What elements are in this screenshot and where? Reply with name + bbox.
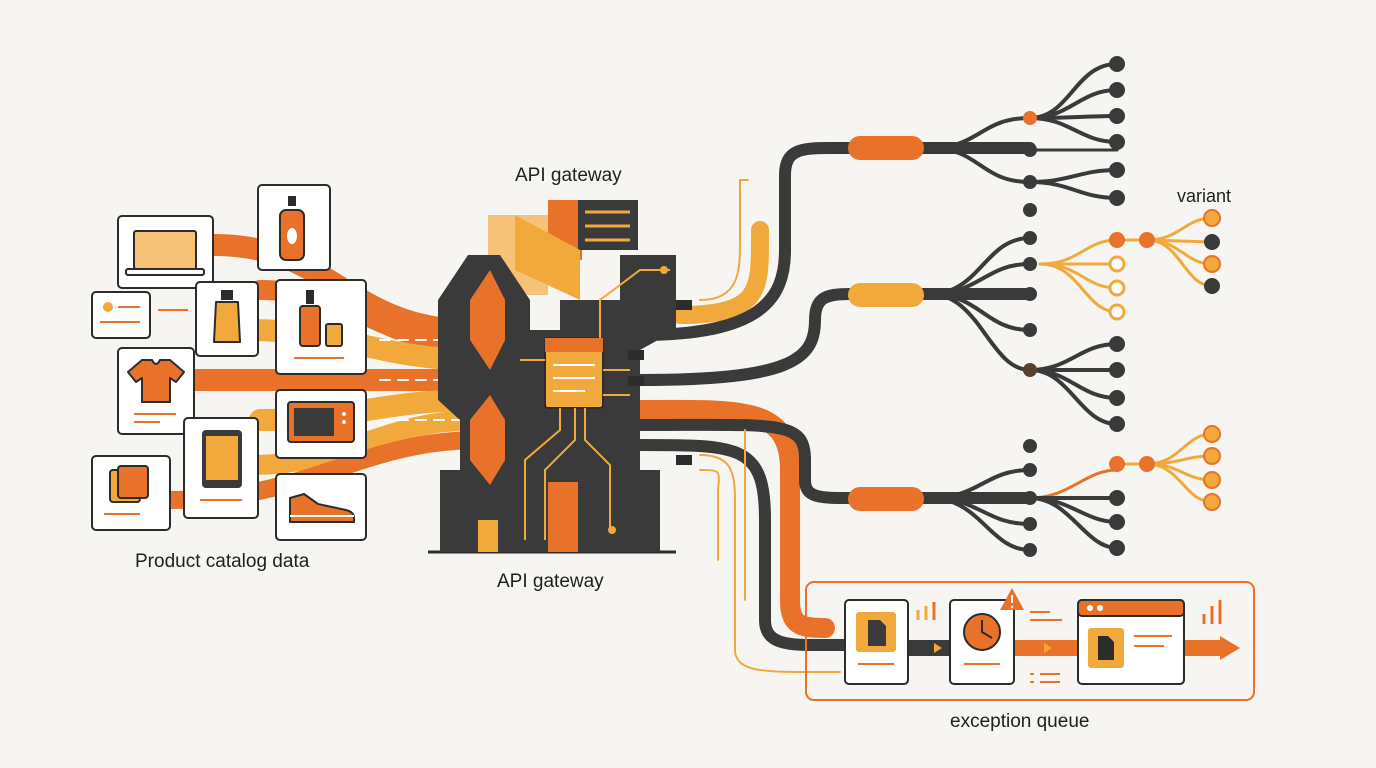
variant-node bbox=[1203, 255, 1221, 273]
trunk-exception-orange bbox=[630, 399, 835, 638]
thin-wire bbox=[699, 454, 841, 673]
branch-low-nodes bbox=[1023, 425, 1221, 557]
exception-card bbox=[844, 599, 909, 685]
exception-card bbox=[949, 588, 1024, 685]
gateway-trunks bbox=[630, 142, 1036, 673]
exception-queue-label: exception queue bbox=[950, 711, 1090, 732]
document-icon bbox=[856, 612, 896, 652]
tablet-icon bbox=[200, 430, 242, 501]
cards-icon bbox=[104, 465, 149, 515]
exception-queue bbox=[805, 581, 1255, 701]
tshirt-icon bbox=[127, 359, 185, 423]
product-catalog-label: Product catalog data bbox=[135, 551, 310, 572]
catalog-card bbox=[275, 279, 367, 375]
catalog-card bbox=[117, 215, 214, 289]
branch-pill-mid bbox=[848, 283, 924, 307]
browser-window-icon bbox=[1077, 599, 1185, 668]
branch-top-nodes bbox=[1023, 56, 1125, 206]
api-gateway bbox=[428, 200, 692, 554]
trunk-top bbox=[634, 142, 1036, 341]
catalog-card bbox=[91, 455, 171, 531]
thin-wire bbox=[699, 469, 720, 561]
catalog-card bbox=[183, 417, 259, 519]
warning-icon bbox=[1000, 588, 1024, 610]
variant-label: variant bbox=[1177, 186, 1232, 206]
catalog-card bbox=[91, 291, 188, 339]
catalog-card bbox=[257, 184, 331, 271]
exception-queue-frame bbox=[805, 581, 1255, 701]
variant-node bbox=[1204, 278, 1220, 294]
branch-low-amber bbox=[1115, 432, 1214, 504]
catalog-card bbox=[117, 347, 195, 435]
microwave-icon bbox=[287, 401, 355, 443]
branch-mid bbox=[928, 236, 1119, 426]
branch-mid-nodes bbox=[1023, 203, 1155, 432]
branch-mid-amber bbox=[1038, 216, 1214, 314]
clock-icon bbox=[963, 613, 1001, 651]
id-card-icon bbox=[100, 302, 140, 323]
variant-node bbox=[1203, 209, 1221, 227]
variant-nodes bbox=[1203, 209, 1221, 294]
exception-card bbox=[1077, 599, 1185, 685]
trunk-low bbox=[634, 418, 1036, 504]
trunk-mid bbox=[634, 288, 1036, 386]
branch-top bbox=[928, 62, 1119, 200]
thin-wire bbox=[699, 179, 749, 301]
sneaker-icon bbox=[289, 493, 355, 523]
cosmetic-bottle-icon bbox=[213, 290, 241, 343]
catalog-card bbox=[275, 473, 367, 541]
api-gateway-top-label: API gateway bbox=[515, 165, 622, 186]
variant-node bbox=[1204, 234, 1220, 250]
branch-pill-top bbox=[848, 136, 924, 160]
catalog-cards bbox=[91, 184, 367, 541]
dropper-and-jar-icon bbox=[294, 290, 344, 359]
trunk-exception-dark bbox=[634, 439, 856, 651]
branch-pill-low bbox=[848, 487, 924, 511]
bar-icon bbox=[1202, 600, 1222, 624]
pump-bottle-icon bbox=[279, 196, 305, 261]
branch-low bbox=[928, 468, 1119, 552]
catalog-card bbox=[275, 389, 367, 459]
api-gateway-bottom-label: API gateway bbox=[497, 571, 604, 592]
amber-band bbox=[671, 221, 769, 324]
laptop-icon bbox=[125, 230, 205, 276]
catalog-card bbox=[195, 281, 259, 357]
